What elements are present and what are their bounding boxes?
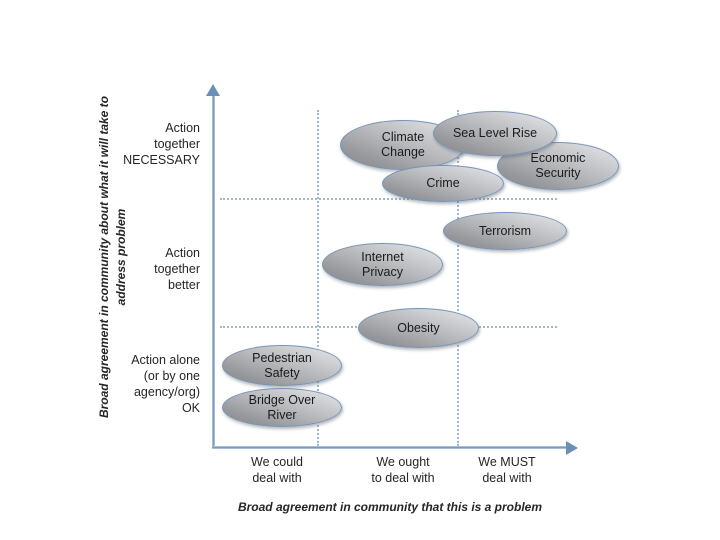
- bubble-label-line-1: Internet: [361, 249, 404, 264]
- x-tick-line-2: to deal with: [371, 471, 435, 485]
- bubble-label: Obesity: [389, 321, 447, 336]
- bubble-crime[interactable]: Crime: [382, 165, 504, 202]
- bubble-label: Terrorism: [471, 224, 539, 239]
- bubble-label-line-2: Change: [381, 145, 425, 159]
- y-axis-title-line-1: Broad agreement in community about what …: [97, 95, 128, 419]
- bubble-obesity[interactable]: Obesity: [358, 308, 479, 348]
- x-tick-line-1: We could: [251, 455, 303, 469]
- bubble-internet-privacy[interactable]: Internet Privacy: [322, 243, 443, 286]
- y-tick-line-3: NECESSARY: [123, 153, 200, 167]
- x-tick-label-ought: We ought to deal with: [338, 454, 468, 486]
- bubble-label-line-1: Climate: [381, 130, 425, 144]
- bubble-label-line-2: Safety: [264, 365, 300, 380]
- y-axis-title-line-2: problem: [114, 208, 128, 256]
- y-tick-line-2: together: [154, 262, 200, 276]
- y-tick-label-action-alone: Action alone (or by one agency/org) OK: [100, 352, 200, 416]
- x-tick-line-2: deal with: [252, 471, 302, 485]
- y-tick-label-necessary: Action together NECESSARY: [100, 120, 200, 168]
- horizontal-gridline-upper: [220, 198, 557, 200]
- y-tick-line-3: agency/org): [133, 385, 200, 399]
- y-tick-line-1: Action: [165, 246, 200, 260]
- x-axis-title: Broad agreement in community that this i…: [237, 500, 543, 514]
- x-axis-arrowhead-icon: [566, 441, 578, 455]
- y-tick-line-3: better: [168, 278, 200, 292]
- y-tick-line-1: Action alone: [131, 353, 200, 367]
- x-tick-line-1: We MUST: [478, 455, 536, 469]
- y-axis-line: [212, 95, 215, 448]
- bubble-label: Sea Level Rise: [445, 126, 545, 141]
- bubble-label-line-1: Obesity: [397, 320, 440, 335]
- y-tick-line-2: (or by one: [143, 369, 200, 383]
- vertical-gridline-right: [457, 110, 459, 446]
- vertical-gridline-left: [317, 110, 319, 446]
- bubble-label-line-1: Economic: [530, 151, 586, 165]
- bubble-label: Crime: [418, 176, 467, 191]
- bubble-label: Economic Security: [523, 151, 594, 181]
- bubble-label: Climate Change: [373, 130, 433, 160]
- y-tick-label-better: Action together better: [100, 245, 200, 293]
- y-tick-line-2: together: [154, 137, 200, 151]
- bubble-terrorism[interactable]: Terrorism: [443, 212, 567, 250]
- bubble-label-line-1: Sea Level Rise: [452, 126, 538, 140]
- x-tick-line-2: deal with: [482, 471, 532, 485]
- x-tick-label-could: We could deal with: [212, 454, 342, 486]
- bubble-label-line-2: Security: [535, 166, 581, 180]
- bubble-label: Bridge Over River: [241, 393, 324, 423]
- y-axis-arrowhead-icon: [206, 84, 220, 96]
- bubble-sea-level-rise[interactable]: Sea Level Rise: [433, 111, 557, 156]
- bubble-label: Internet Privacy: [353, 250, 411, 280]
- y-axis-title: Broad agreement in community about what …: [96, 92, 130, 422]
- bubble-label-line-2: Privacy: [362, 264, 403, 279]
- y-tick-line-1: Action: [165, 121, 200, 135]
- bubble-label: Pedestrian Safety: [244, 351, 320, 381]
- bubble-bridge-over-river[interactable]: Bridge Over River: [222, 388, 342, 427]
- bubble-label-line-1: Pedestrian: [252, 350, 312, 365]
- x-axis-line: [212, 446, 567, 449]
- bubble-label-line-1: Bridge Over: [248, 392, 316, 407]
- x-tick-line-1: We ought: [376, 455, 430, 469]
- x-tick-label-must: We MUST deal with: [442, 454, 572, 486]
- bubble-label-line-2: River: [267, 407, 297, 422]
- bubble-pedestrian-safety[interactable]: Pedestrian Safety: [222, 345, 342, 386]
- bubble-label-line-1: Crime: [426, 176, 460, 190]
- bubble-label-line-1: Terrorism: [478, 223, 532, 238]
- y-tick-line-4: OK: [181, 401, 200, 415]
